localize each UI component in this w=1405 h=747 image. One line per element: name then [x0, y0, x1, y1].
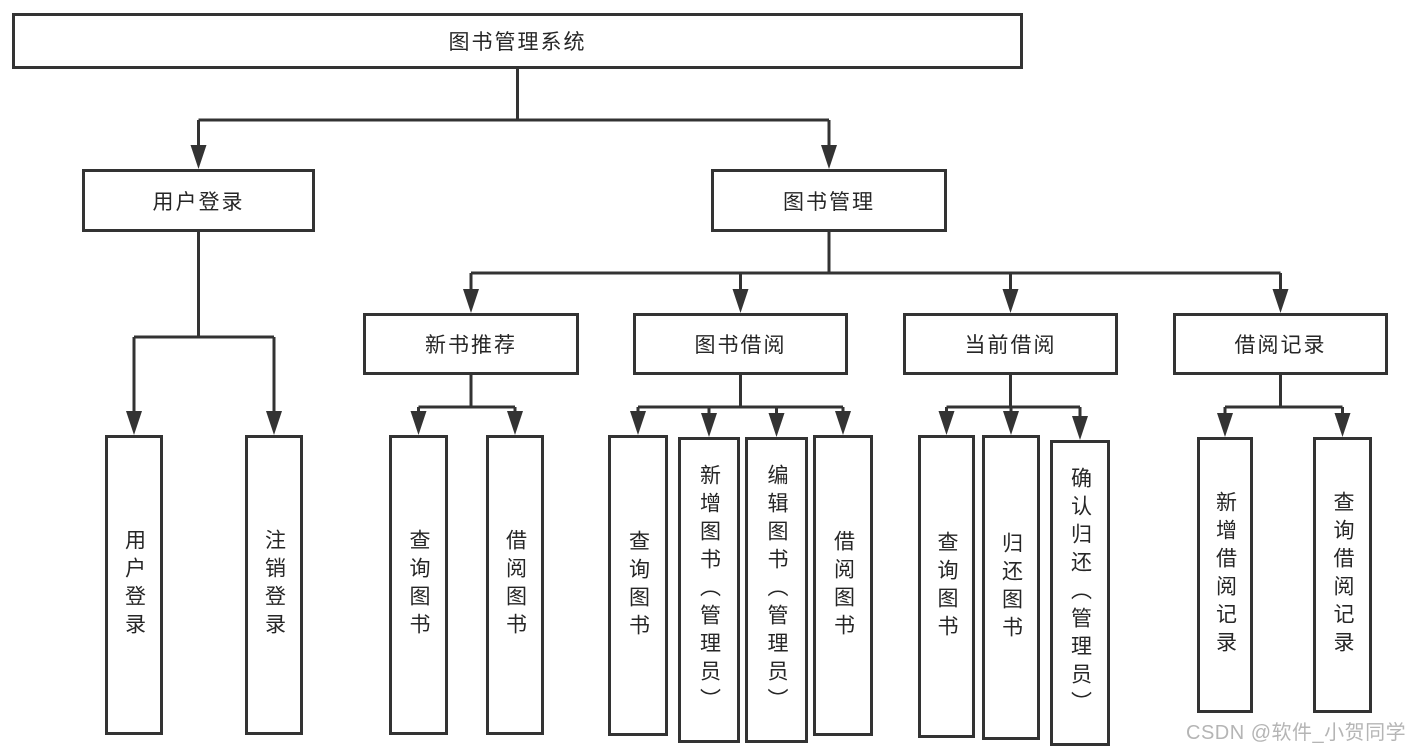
- node-book-borrowing: 图书借阅: [633, 313, 848, 375]
- leaf-cb-return-books: 归还图书: [982, 435, 1040, 740]
- node-user-login: 用户登录: [82, 169, 315, 232]
- leaf-br-query-record-label: 查询借阅记录: [1331, 491, 1355, 659]
- leaf-logout-login: 注销登录: [245, 435, 303, 735]
- leaf-nbr-query-books-label: 查询图书: [407, 529, 431, 641]
- leaf-bb-query-books: 查询图书: [608, 435, 668, 736]
- node-book-borrowing-label: 图书借阅: [694, 334, 787, 357]
- leaf-cb-query-books-label: 查询图书: [935, 530, 959, 643]
- leaf-bb-borrow-books: 借阅图书: [813, 435, 873, 736]
- leaf-user-login-label: 用户登录: [122, 529, 146, 641]
- node-user-login-label: 用户登录: [152, 190, 245, 214]
- node-borrowing-records-label: 借阅记录: [1234, 334, 1327, 357]
- node-current-borrowing-label: 当前借阅: [964, 334, 1057, 357]
- leaf-cb-query-books: 查询图书: [918, 435, 975, 738]
- leaf-user-login: 用户登录: [105, 435, 163, 735]
- leaf-cb-confirm-return-admin-label: 确认归还（管理员）: [1068, 467, 1092, 719]
- leaf-logout-login-label: 注销登录: [262, 529, 286, 641]
- leaf-bb-query-books-label: 查询图书: [626, 529, 650, 642]
- leaf-nbr-borrow-books: 借阅图书: [486, 435, 544, 735]
- node-current-borrowing: 当前借阅: [903, 313, 1118, 375]
- leaf-br-add-record-label: 新增借阅记录: [1213, 491, 1237, 659]
- leaf-bb-add-books-admin-label: 新增图书（管理员）: [697, 464, 721, 716]
- node-book-management-label: 图书管理: [783, 190, 875, 214]
- leaf-cb-confirm-return-admin: 确认归还（管理员）: [1050, 440, 1110, 746]
- leaf-bb-edit-books-admin-label: 编辑图书（管理员）: [765, 464, 789, 716]
- leaf-bb-edit-books-admin: 编辑图书（管理员）: [745, 437, 808, 743]
- watermark: CSDN @软件_小贺同学: [1186, 722, 1405, 744]
- node-new-book-recommendation-label: 新书推荐: [425, 334, 517, 357]
- node-book-management: 图书管理: [711, 169, 947, 232]
- node-new-book-recommendation: 新书推荐: [363, 313, 579, 375]
- leaf-br-add-record: 新增借阅记录: [1197, 437, 1253, 713]
- leaf-nbr-query-books: 查询图书: [389, 435, 448, 735]
- node-library-management-system: 图书管理系统: [12, 13, 1023, 69]
- leaf-bb-add-books-admin: 新增图书（管理员）: [678, 437, 740, 743]
- leaf-cb-return-books-label: 归还图书: [999, 531, 1023, 644]
- node-borrowing-records: 借阅记录: [1173, 313, 1388, 375]
- leaf-bb-borrow-books-label: 借阅图书: [831, 529, 855, 642]
- node-library-management-system-label: 图书管理系统: [448, 31, 587, 54]
- leaf-br-query-record: 查询借阅记录: [1313, 437, 1372, 713]
- leaf-nbr-borrow-books-label: 借阅图书: [503, 529, 527, 641]
